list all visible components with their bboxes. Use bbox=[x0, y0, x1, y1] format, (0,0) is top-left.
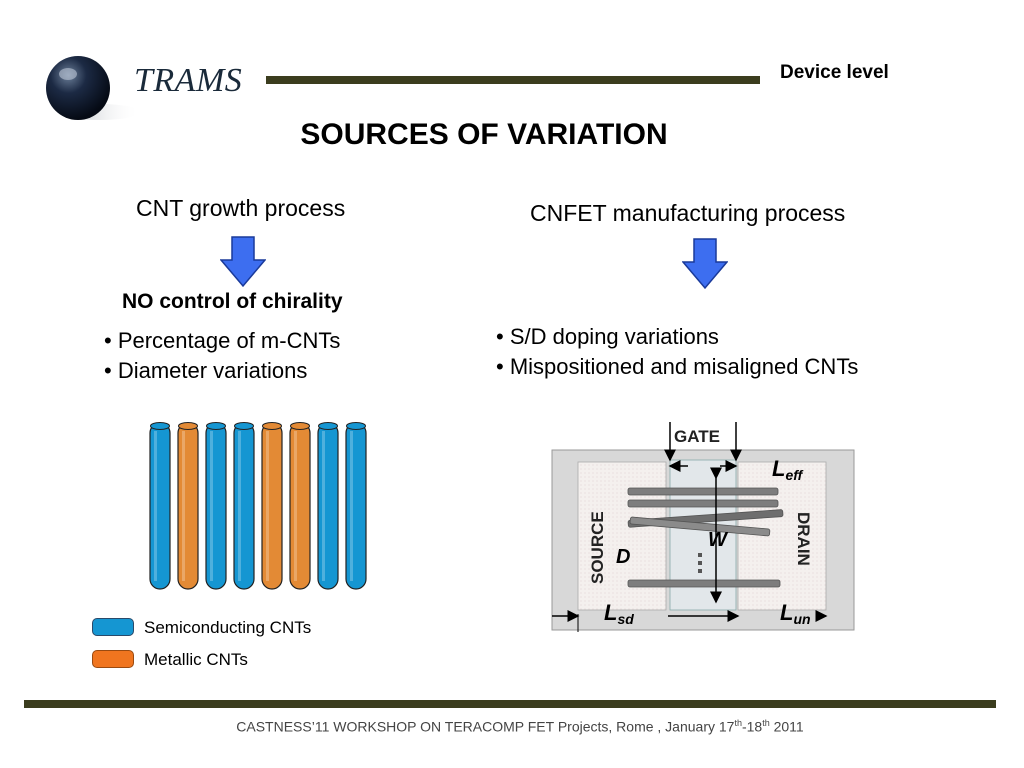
right-bullet-1: • S/D doping variations bbox=[496, 324, 719, 349]
left-bullet-2: • Diameter variations bbox=[104, 358, 308, 383]
lun-label: Lun bbox=[780, 600, 811, 627]
left-subheading: NO control of chirality bbox=[122, 290, 343, 313]
right-bullet-list: • S/D doping variations • Mispositioned … bbox=[496, 322, 858, 382]
left-heading: CNT growth process bbox=[136, 195, 346, 221]
legend-swatch-metallic bbox=[92, 650, 134, 668]
gate-label: GATE bbox=[674, 427, 720, 446]
right-down-arrow-icon bbox=[682, 238, 728, 290]
footer-text: CASTNESS’11 WORKSHOP ON TERACOMP FET Pro… bbox=[236, 718, 804, 735]
logo-text: TRAMS bbox=[134, 62, 243, 99]
device-tube-2 bbox=[627, 499, 779, 508]
legend-swatch-semiconducting bbox=[92, 618, 134, 636]
device-tube-5 bbox=[627, 579, 781, 588]
drain-label: DRAIN bbox=[794, 512, 813, 566]
cnt-tube-metallic bbox=[289, 422, 311, 590]
left-down-arrow-icon bbox=[220, 236, 266, 288]
cnt-tube-semiconducting bbox=[149, 422, 171, 590]
legend-label-semiconducting: Semiconducting CNTs bbox=[144, 618, 312, 637]
cnt-tube-semiconducting bbox=[317, 422, 339, 590]
trams-logo-sphere bbox=[46, 56, 140, 120]
d-label: D bbox=[616, 546, 630, 568]
left-bullet-1: • Percentage of m-CNTs bbox=[104, 328, 341, 353]
legend-label-metallic: Metallic CNTs bbox=[144, 650, 248, 669]
slide-title: SOURCES OF VARIATION bbox=[300, 118, 668, 151]
cnfet-device-diagram: GATE Leff Lsd Lun W D SOURCE DRAIN bbox=[551, 422, 855, 632]
cnt-tube-semiconducting bbox=[205, 422, 227, 590]
cnt-tube-metallic bbox=[177, 422, 199, 590]
leff-label: Leff bbox=[772, 456, 804, 483]
device-tube-1 bbox=[627, 487, 779, 496]
bottom-rule bbox=[24, 700, 996, 708]
cnt-tube-semiconducting bbox=[233, 422, 255, 590]
cnt-tubes-diagram bbox=[149, 422, 367, 590]
left-bullet-list: • Percentage of m-CNTs • Diameter variat… bbox=[104, 326, 340, 386]
lsd-label: Lsd bbox=[604, 600, 634, 627]
section-label: Device level bbox=[780, 62, 889, 83]
top-rule bbox=[266, 76, 760, 84]
source-label: SOURCE bbox=[588, 511, 607, 584]
cnt-tube-metallic bbox=[261, 422, 283, 590]
cnt-tube-semiconducting bbox=[345, 422, 367, 590]
right-heading: CNFET manufacturing process bbox=[530, 200, 846, 226]
right-bullet-2: • Mispositioned and misaligned CNTs bbox=[496, 354, 859, 379]
ellipsis-dots bbox=[698, 553, 702, 573]
device-tube-4 bbox=[629, 516, 771, 537]
w-label: W bbox=[708, 529, 729, 551]
